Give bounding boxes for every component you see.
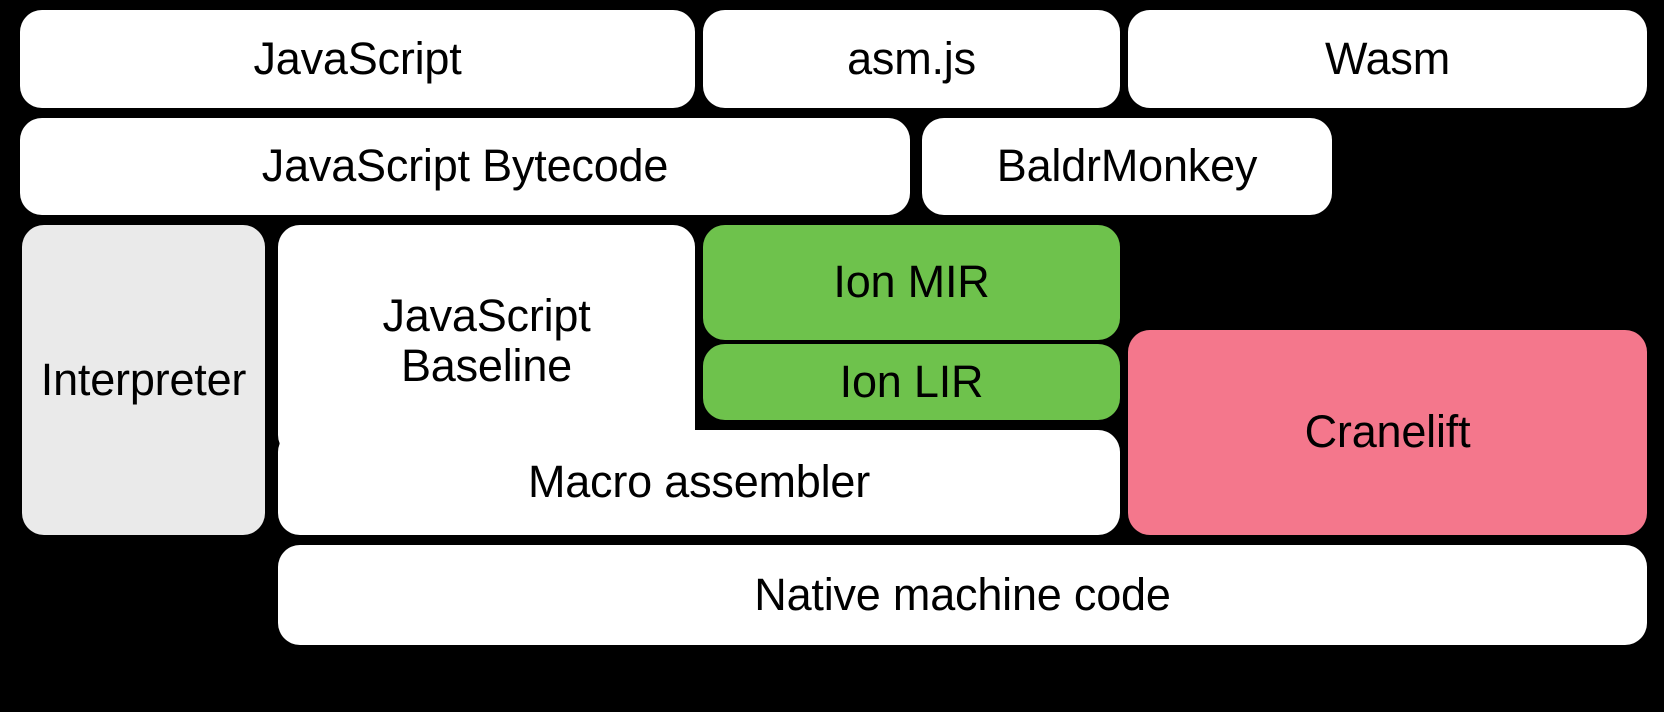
- node-javascript-baseline: JavaScript Baseline: [278, 225, 695, 457]
- node-label: Wasm: [1324, 32, 1450, 84]
- node-javascript-source: JavaScript: [20, 10, 695, 108]
- node-label: Cranelift: [1304, 406, 1471, 458]
- node-label: JavaScript: [253, 32, 462, 84]
- node-baldrmonkey: BaldrMonkey: [922, 118, 1332, 215]
- node-native-machine-code: Native machine code: [278, 545, 1647, 645]
- node-javascript-bytecode: JavaScript Bytecode: [20, 118, 910, 215]
- node-label: Macro assembler: [527, 456, 871, 508]
- node-label: Ion MIR: [833, 256, 990, 308]
- node-label: JavaScript Baseline: [382, 289, 591, 391]
- node-macro-assembler: Macro assembler: [278, 430, 1120, 535]
- node-label: JavaScript Bytecode: [261, 140, 669, 192]
- node-label: Ion LIR: [839, 355, 984, 407]
- node-label: asm.js: [847, 32, 976, 84]
- node-asm-js: asm.js: [703, 10, 1120, 108]
- node-label: Interpreter: [40, 353, 247, 405]
- node-cranelift: Cranelift: [1128, 330, 1647, 535]
- node-ion-mir: Ion MIR: [703, 225, 1120, 340]
- node-label: Native machine code: [754, 568, 1171, 620]
- node-label: BaldrMonkey: [996, 140, 1258, 192]
- node-interpreter: Interpreter: [22, 225, 265, 535]
- node-ion-lir: Ion LIR: [703, 344, 1120, 420]
- node-wasm: Wasm: [1128, 10, 1647, 108]
